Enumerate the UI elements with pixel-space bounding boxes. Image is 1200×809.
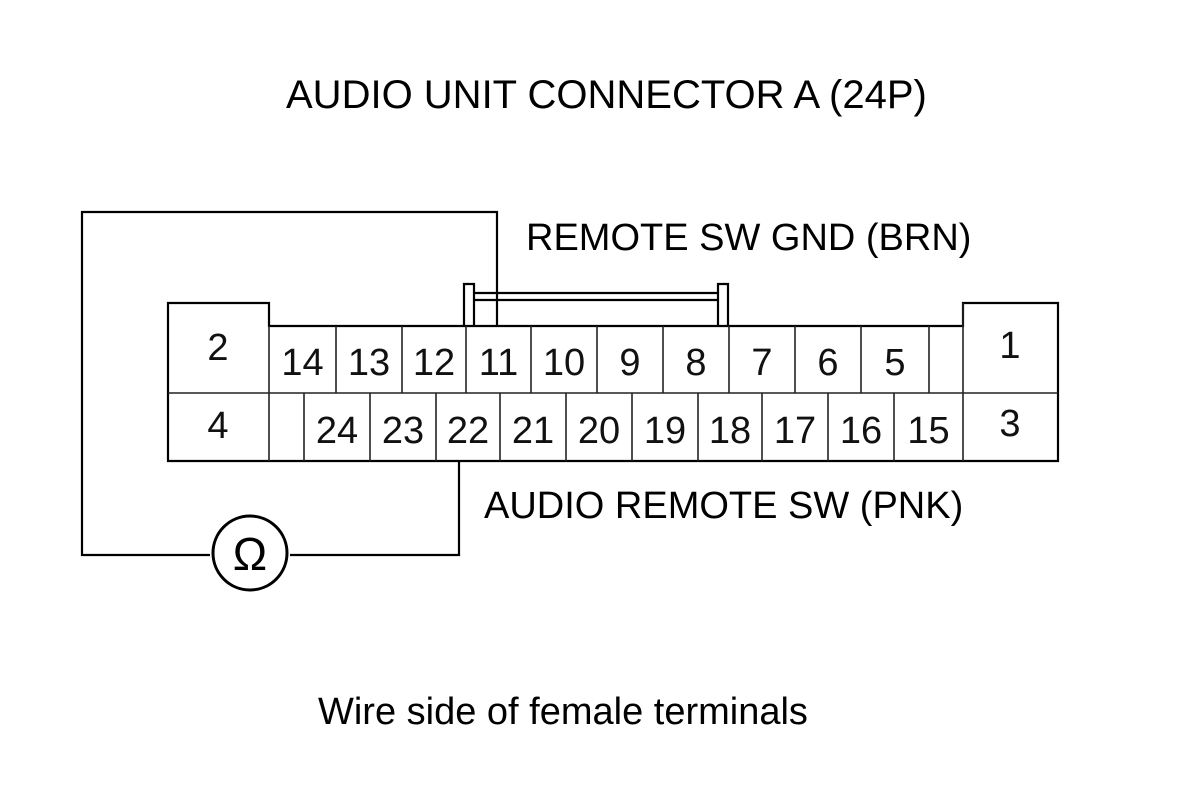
terminal-12: 12 — [413, 342, 455, 384]
ohm-symbol: Ω — [233, 528, 267, 580]
terminal-5: 5 — [884, 342, 905, 384]
bottom-row-cells: 24 23 22 21 20 19 18 17 16 15 — [303, 393, 950, 461]
footer-caption: Wire side of female terminals — [318, 691, 808, 733]
terminal-1: 1 — [999, 325, 1020, 367]
terminal-20: 20 — [578, 410, 620, 452]
terminal-6: 6 — [817, 342, 838, 384]
terminal-3: 3 — [999, 403, 1020, 445]
terminal-17: 17 — [774, 410, 816, 452]
ohmmeter-icon: Ω — [211, 514, 289, 592]
ground-probe-wire — [80, 210, 499, 557]
terminal-19: 19 — [644, 410, 686, 452]
terminal-21: 21 — [512, 410, 554, 452]
terminal-10: 10 — [543, 342, 585, 384]
terminal-13: 13 — [348, 342, 390, 384]
signal-probe-wire — [290, 460, 461, 557]
signal-wire-label: AUDIO REMOTE SW (PNK) — [484, 485, 963, 527]
terminal-16: 16 — [840, 410, 882, 452]
terminal-23: 23 — [382, 410, 424, 452]
terminal-2: 2 — [207, 327, 228, 369]
top-row-cells: 14 13 12 11 10 9 8 7 6 5 — [281, 326, 930, 393]
terminal-9: 9 — [619, 342, 640, 384]
ground-wire-label: REMOTE SW GND (BRN) — [526, 217, 971, 259]
terminal-4: 4 — [207, 405, 228, 447]
diagram-title: AUDIO UNIT CONNECTOR A (24P) — [286, 73, 927, 117]
terminal-14: 14 — [281, 342, 323, 384]
terminal-15: 15 — [907, 410, 949, 452]
terminal-7: 7 — [751, 342, 772, 384]
terminal-22: 22 — [447, 410, 489, 452]
terminal-24: 24 — [316, 410, 358, 452]
terminal-11: 11 — [479, 342, 518, 384]
terminal-8: 8 — [685, 342, 706, 384]
terminal-18: 18 — [709, 410, 751, 452]
locking-tab — [462, 282, 730, 326]
